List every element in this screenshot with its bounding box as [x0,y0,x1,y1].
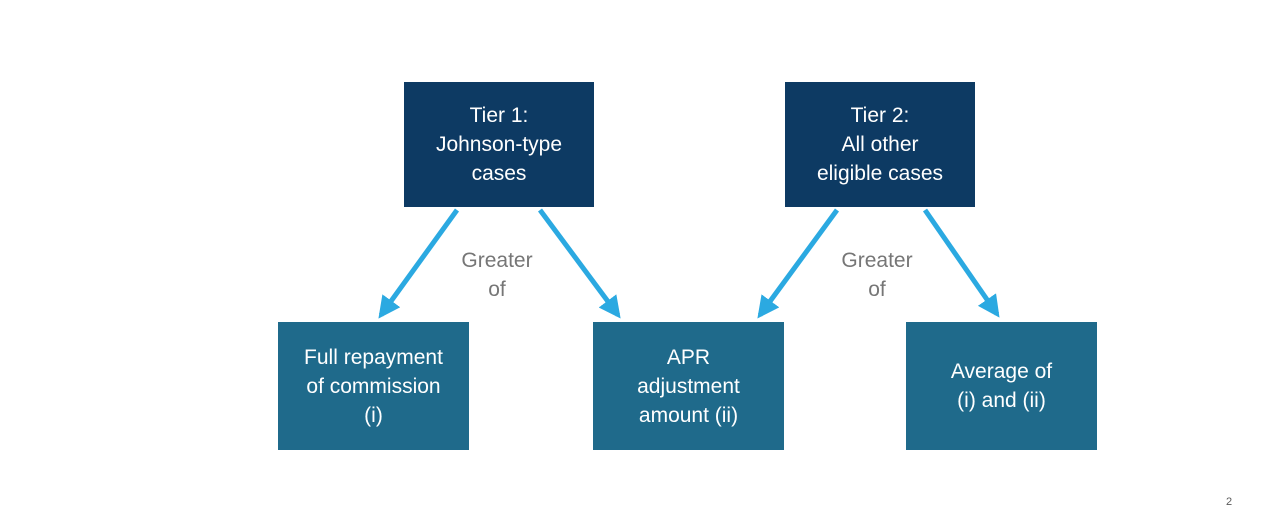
tier-1-box-label: Tier 1: Johnson-type cases [435,104,563,185]
tier-2-box-label: Tier 2: All other eligible cases [816,104,944,185]
average-box-label: Average of (i) and (ii) [950,360,1053,412]
slide-number: 2 [1226,496,1233,508]
greater-of-label-tier2: Greater of [841,249,913,301]
tier-1-box: Tier 1: Johnson-type cases [404,82,594,207]
greater-of-label-tier1: Greater of [461,249,533,301]
full-repayment-box-label: Full repayment of commission (i) [304,345,443,427]
apr-adjustment-box-label: APR adjustment amount (ii) [637,345,740,427]
apr-adjustment-box: APR adjustment amount (ii) [593,322,784,450]
tier-2-box: Tier 2: All other eligible cases [785,82,975,207]
average-box: Average of (i) and (ii) [906,322,1097,450]
full-repayment-box: Full repayment of commission (i) [278,322,469,450]
